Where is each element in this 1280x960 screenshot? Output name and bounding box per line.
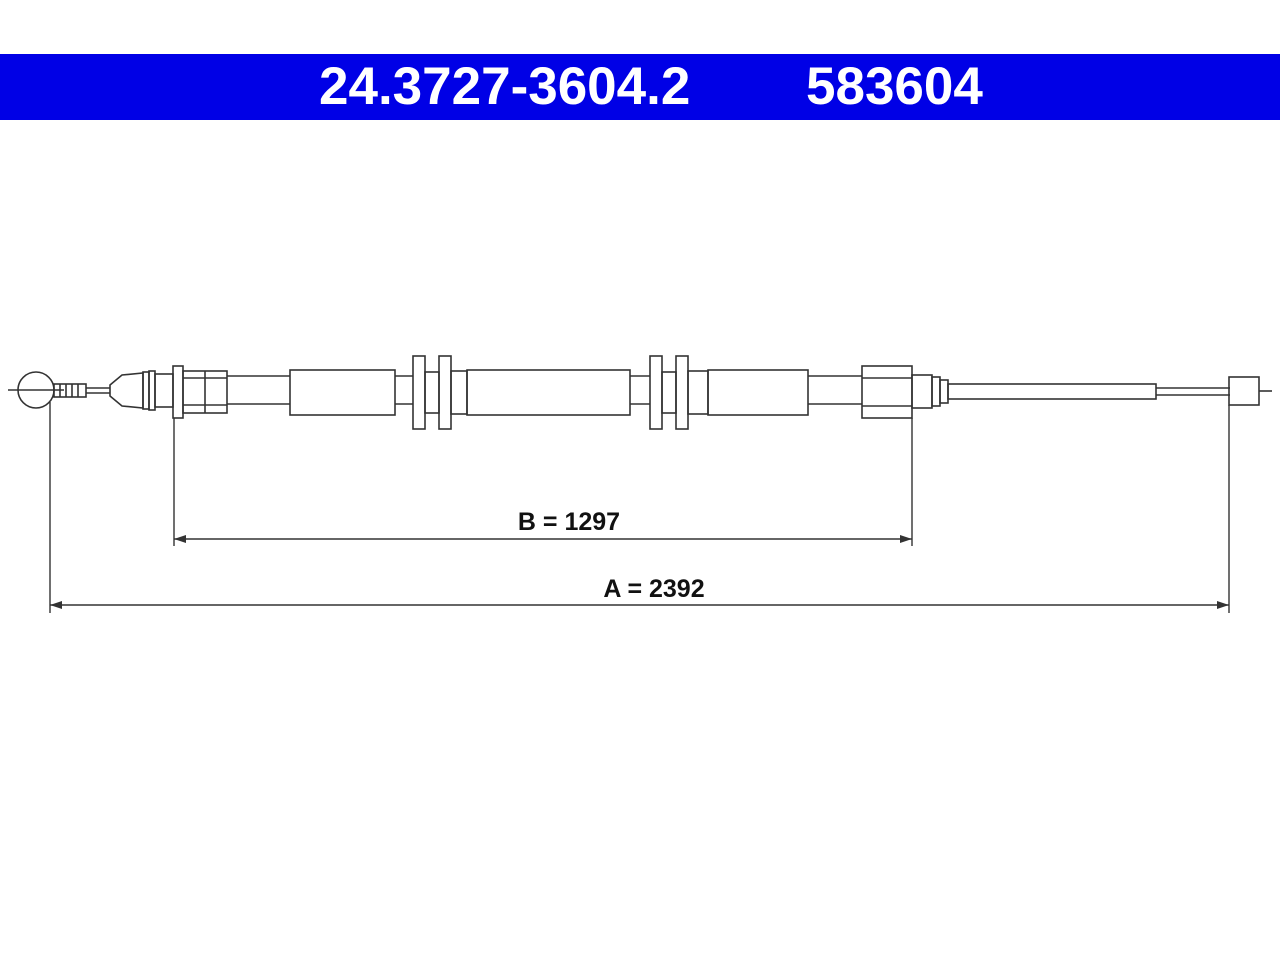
right-nut-fitting [861, 365, 949, 419]
header-bar: 24.3727-3604.2 583604 [0, 54, 1280, 120]
a-arrow-left [50, 601, 62, 609]
b-arrow-right [900, 535, 912, 543]
dimension-a-label: A = 2392 [603, 575, 704, 603]
sheath-middle [466, 369, 650, 416]
dimension-arrows [50, 535, 1229, 609]
sheath-right [707, 369, 862, 416]
b-arrow-left [174, 535, 186, 543]
bracket-left [412, 355, 468, 430]
a-arrow-right [1217, 601, 1229, 609]
reference-number: 583604 [806, 57, 983, 116]
right-end-nipple [1228, 376, 1272, 406]
cable-sheath [227, 369, 413, 416]
dimension-lines [49, 402, 1230, 613]
left-eye-end [8, 371, 110, 409]
left-nut-fitting [109, 365, 228, 419]
bracket-right [649, 355, 709, 430]
dimension-b-label: B = 1297 [518, 508, 620, 536]
inner-cable [947, 383, 1230, 400]
cable-assembly [8, 355, 1272, 430]
part-number: 24.3727-3604.2 [319, 57, 691, 116]
